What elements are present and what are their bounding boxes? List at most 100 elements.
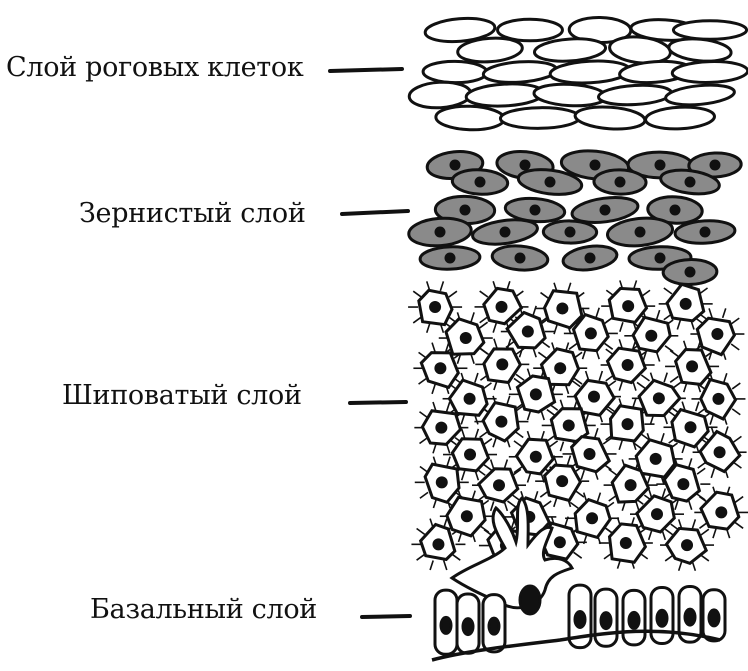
spine-bridge [527, 473, 530, 483]
spine-bridge [554, 497, 557, 507]
spinous-nucleus [651, 454, 660, 463]
spine-bridge [689, 458, 692, 468]
spinous-nucleus [555, 538, 564, 547]
spine-bridge [698, 462, 706, 468]
spine-bridge [538, 352, 546, 358]
spine-bridge [596, 308, 599, 318]
spine-bridge [420, 412, 428, 418]
spine-bridge [723, 308, 726, 318]
stratum-granulosum-cells [408, 148, 742, 285]
spinous-nucleus [623, 360, 632, 369]
spinous-nucleus [713, 330, 722, 339]
spine-bridge [480, 322, 488, 328]
spine-bridge [642, 290, 650, 296]
spine-bridge [605, 318, 613, 324]
spine-bridge [494, 339, 497, 349]
leader-line-corneum [330, 69, 402, 71]
spinous-nucleus [585, 449, 594, 458]
spinous-nucleus [647, 331, 656, 340]
leader-lines [330, 69, 410, 617]
spine-bridge [597, 493, 600, 503]
basal-nucleus [441, 617, 451, 633]
spinous-nucleus [498, 360, 507, 369]
spine-bridge [471, 312, 474, 322]
spine-bridge [444, 561, 447, 571]
spinous-nucleus [558, 304, 567, 313]
granular-nucleus [531, 206, 539, 214]
corneum-cell [550, 59, 631, 85]
spine-bridge [576, 491, 584, 497]
spine-bridge [731, 344, 739, 350]
spine-bridge [516, 374, 524, 380]
spine-bridge [433, 444, 436, 454]
granular-nucleus [461, 206, 469, 214]
spine-bridge [732, 383, 740, 389]
spine-bridge [679, 561, 682, 571]
spine-bridge [732, 409, 740, 415]
spine-bridge [475, 373, 478, 383]
spinous-nucleus [623, 420, 632, 429]
granular-nucleus [656, 161, 664, 169]
spine-bridge [440, 281, 443, 291]
granular-nucleus [671, 206, 679, 214]
granular-nucleus [601, 206, 609, 214]
granular-nucleus [476, 178, 484, 186]
spine-bridge [432, 343, 435, 353]
spinous-nucleus [621, 539, 630, 548]
stratum-corneum-cells [409, 16, 748, 131]
granular-nucleus [521, 161, 529, 169]
spinous-nucleus [589, 392, 598, 401]
spine-bridge [711, 468, 714, 478]
corneum-cell [533, 82, 606, 107]
corneum-cell [598, 83, 672, 106]
spine-bridge [731, 318, 739, 324]
melanocyte-nucleus [520, 586, 540, 614]
spinous-nucleus [461, 334, 470, 343]
spine-bridge [569, 343, 577, 349]
spine-bridge [619, 440, 622, 450]
granular-nucleus [686, 268, 694, 276]
granular-nucleus [591, 161, 599, 169]
spine-bridge [533, 306, 536, 316]
spinous-nucleus [497, 417, 506, 426]
spine-bridge [547, 410, 555, 416]
corneum-cell [466, 82, 545, 108]
spine-bridge [657, 352, 660, 362]
spine-bridge [581, 470, 584, 480]
spine-bridge [709, 308, 712, 318]
spine-bridge [735, 522, 743, 528]
spinous-nucleus [465, 394, 474, 403]
spine-bridge [420, 438, 428, 444]
granular-nucleus [686, 178, 694, 186]
spinous-nucleus [437, 423, 446, 432]
spine-bridge [733, 436, 741, 442]
spine-bridge [670, 351, 678, 357]
spine-bridge [471, 354, 474, 364]
spine-bridge [507, 501, 515, 507]
granular-nucleus [701, 228, 709, 236]
spine-bridge [692, 519, 695, 529]
basal-nucleus [575, 611, 585, 627]
leader-line-spinosum [350, 402, 406, 403]
spine-bridge [413, 317, 421, 323]
spine-bridge [701, 529, 709, 535]
spine-bridge [641, 375, 649, 381]
spine-bridge [599, 371, 602, 381]
spine-bridge [567, 455, 570, 465]
granular-nucleus [586, 254, 594, 262]
spine-bridge [619, 381, 622, 391]
spine-bridge [670, 376, 678, 382]
spinous-nucleus [437, 478, 446, 487]
spinous-nucleus [652, 510, 661, 519]
spinous-nucleus [626, 481, 635, 490]
spine-bridge [480, 349, 488, 355]
spine-bridge [484, 439, 492, 445]
spine-bridge [480, 291, 488, 297]
spine-bridge [609, 469, 617, 475]
spine-bridge [665, 529, 673, 535]
basal-nucleus [629, 612, 639, 628]
spine-bridge [664, 373, 667, 383]
leader-line-basale [362, 616, 410, 617]
granular-nucleus [516, 254, 524, 262]
